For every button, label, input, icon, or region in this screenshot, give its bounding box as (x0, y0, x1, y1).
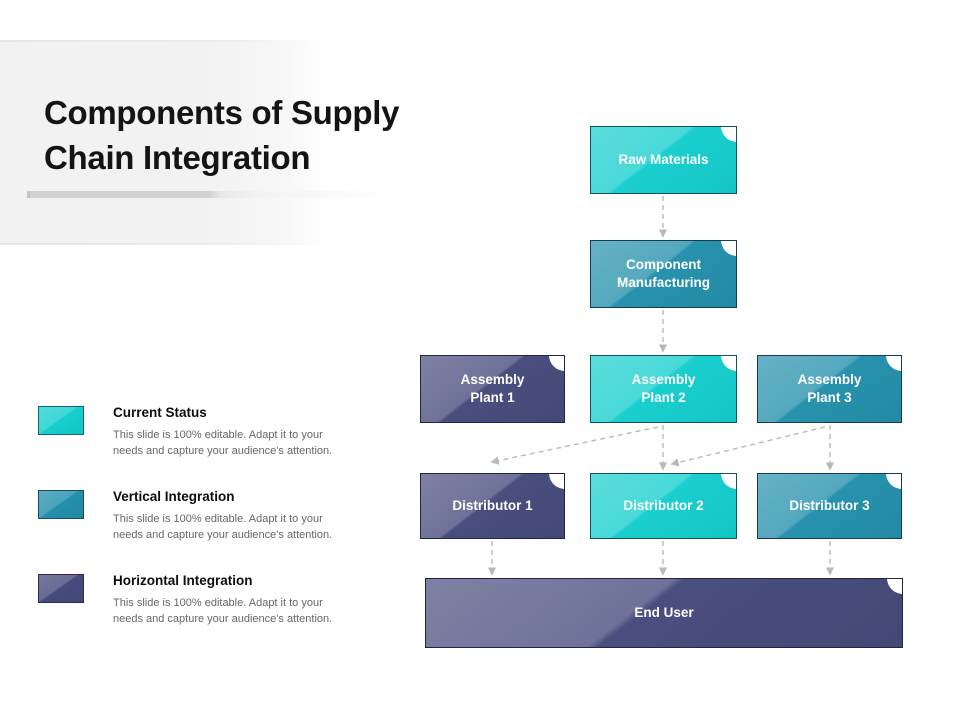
node-corner-cut (886, 356, 901, 371)
flow-node-label: Assembly Plant 3 (797, 372, 862, 405)
flow-node-label: Distributor 1 (452, 498, 533, 513)
node-corner-cut (721, 474, 736, 489)
flow-node-raw-materials[interactable]: Raw Materials (590, 126, 737, 194)
node-corner-cut (721, 127, 736, 142)
page-title: Components of Supply Chain Integration (44, 94, 400, 176)
node-corner-cut (721, 241, 736, 256)
swatch-gloss (39, 407, 83, 434)
node-corner-cut (549, 356, 564, 371)
flow-node-label: Component Manufacturing (617, 257, 710, 290)
legend-item-description: This slide is 100% editable. Adapt it to… (113, 597, 333, 625)
flow-node-distributor-3[interactable]: Distributor 3 (757, 473, 902, 539)
swatch-gloss (39, 575, 83, 602)
flow-node-component-manufacturing[interactable]: Component Manufacturing (590, 240, 737, 308)
node-corner-cut (549, 474, 564, 489)
legend-item-label: Horizontal Integration (113, 573, 253, 588)
legend-swatch-current-status (38, 406, 84, 435)
flow-node-label: Assembly Plant 1 (460, 372, 525, 405)
flow-node-label: Assembly Plant 2 (631, 372, 696, 405)
legend-item-description: This slide is 100% editable. Adapt it to… (113, 513, 333, 541)
title-panel-bottom-divider (0, 243, 330, 245)
flow-node-label: Distributor 2 (623, 498, 704, 513)
node-corner-cut (887, 579, 902, 594)
legend-item-label: Vertical Integration (113, 489, 235, 504)
title-underline-cap (27, 191, 30, 198)
flow-node-label: Distributor 3 (789, 498, 870, 513)
flow-node-distributor-1[interactable]: Distributor 1 (420, 473, 565, 539)
flow-node-label: End User (634, 605, 694, 620)
legend-item-description: This slide is 100% editable. Adapt it to… (113, 429, 333, 457)
legend-swatch-horizontal-integration (38, 574, 84, 603)
flow-node-assembly-plant-3[interactable]: Assembly Plant 3 (757, 355, 902, 423)
legend-swatch-vertical-integration (38, 490, 84, 519)
flow-node-assembly-plant-1[interactable]: Assembly Plant 1 (420, 355, 565, 423)
title-panel (0, 40, 330, 245)
connector-assembly2-to-distributor1 (490, 426, 659, 465)
title-panel-top-divider (0, 40, 330, 42)
swatch-gloss (39, 491, 83, 518)
flow-node-end-user[interactable]: End User (425, 578, 903, 648)
node-corner-cut (721, 356, 736, 371)
flow-node-assembly-plant-2[interactable]: Assembly Plant 2 (590, 355, 737, 423)
node-corner-cut (886, 474, 901, 489)
connector-assembly3-to-distributor2 (670, 426, 826, 467)
title-underline-accent (27, 191, 392, 198)
legend-item-label: Current Status (113, 405, 207, 420)
flow-node-distributor-2[interactable]: Distributor 2 (590, 473, 737, 539)
flow-node-label: Raw Materials (618, 152, 709, 167)
